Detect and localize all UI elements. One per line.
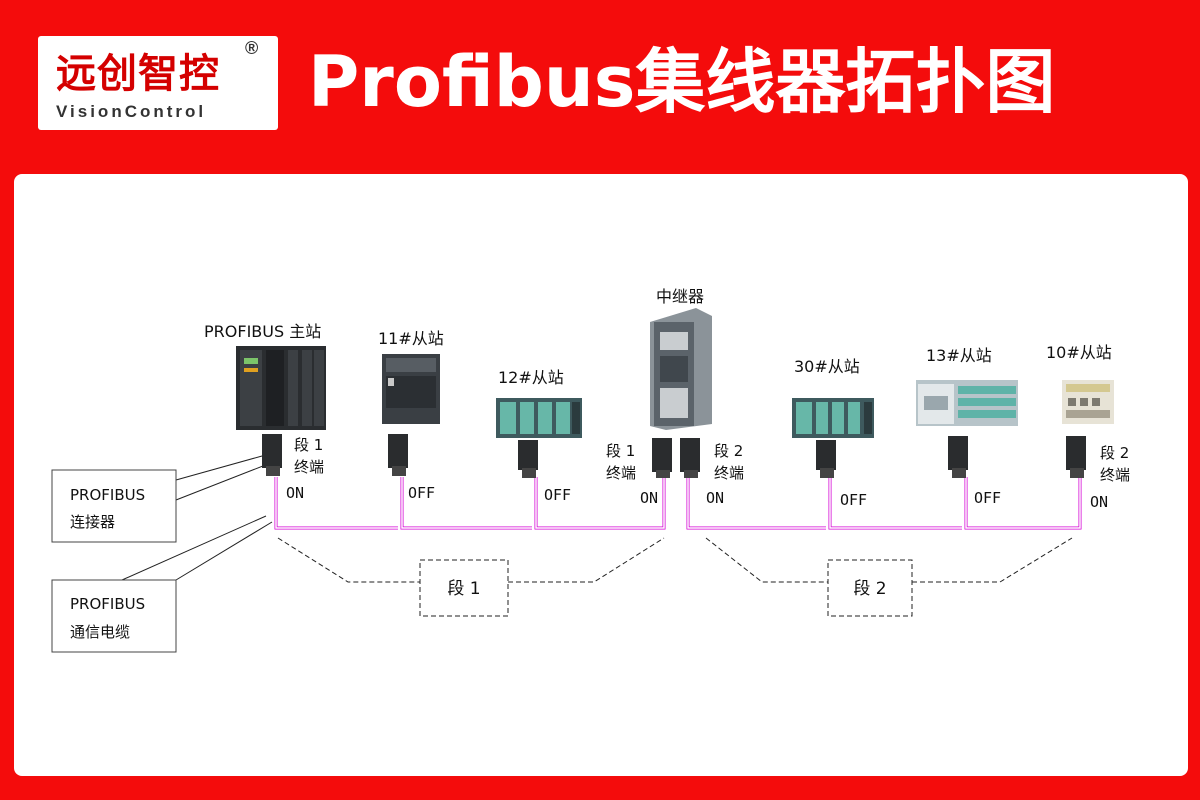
slave-12-device xyxy=(496,398,582,438)
bus-connector-plugs xyxy=(262,434,1086,478)
slave-10-label: 10#从站 xyxy=(1046,343,1112,362)
switch-rep-left: ON xyxy=(640,489,658,507)
connector-callout-line1: PROFIBUS xyxy=(70,486,145,504)
logo-english-text: VisionControl xyxy=(56,102,207,121)
slave-12-label: 12#从站 xyxy=(498,368,564,387)
master-label: PROFIBUS 主站 xyxy=(204,322,321,341)
term-rep-right-line2: 终端 xyxy=(714,464,744,482)
segment-1-box xyxy=(419,559,509,617)
connector-s30 xyxy=(816,440,836,478)
connector-rep-left xyxy=(652,438,672,478)
term-rep-left-line1: 段 1 xyxy=(606,442,635,460)
brand-logo: 远创智控 ® VisionControl xyxy=(38,36,278,130)
term-end-line1: 段 2 xyxy=(1100,444,1129,462)
slave-13-label: 13#从站 xyxy=(926,346,992,365)
segment-2-label: 段 2 xyxy=(853,579,886,599)
switch-s12: OFF xyxy=(544,486,571,504)
cable-callout-line1: PROFIBUS xyxy=(70,595,145,613)
repeater-label: 中继器 xyxy=(656,287,704,306)
connector-rep-right xyxy=(680,438,700,478)
term-master-line2: 终端 xyxy=(294,458,324,476)
cable-callout-line2: 通信电缆 xyxy=(70,623,130,641)
term-end-line2: 终端 xyxy=(1100,466,1130,484)
connector-master xyxy=(262,434,282,476)
registered-mark: ® xyxy=(245,38,259,58)
repeater-device xyxy=(650,308,712,430)
slave-11-label: 11#从站 xyxy=(378,329,444,348)
slave-30-device xyxy=(792,398,874,438)
switch-s13: OFF xyxy=(974,489,1001,507)
switch-rep-right: ON xyxy=(706,489,724,507)
connector-s13 xyxy=(948,436,968,478)
slave-30-label: 30#从站 xyxy=(794,357,860,376)
segment-2-box xyxy=(827,559,913,617)
diagram-panel xyxy=(14,174,1188,776)
switch-master: ON xyxy=(286,484,304,502)
profibus-cable xyxy=(274,477,1082,530)
connector-callout-box xyxy=(51,469,177,543)
switch-s10: ON xyxy=(1090,493,1108,511)
slave-11-device xyxy=(382,354,440,424)
segment-brace-lines xyxy=(277,537,1073,583)
logo-chinese-text: 远创智控 xyxy=(56,51,220,97)
term-rep-right-line1: 段 2 xyxy=(714,442,743,460)
term-master-line1: 段 1 xyxy=(294,436,323,454)
switch-s11: OFF xyxy=(408,484,435,502)
connector-s12 xyxy=(518,440,538,478)
connector-s10 xyxy=(1066,436,1086,478)
connector-callout-line2: 连接器 xyxy=(70,513,115,531)
term-rep-left-line2: 终端 xyxy=(606,464,636,482)
slave-13-device xyxy=(916,380,1018,426)
master-plc-device xyxy=(236,346,326,430)
page-title: Profibus集线器拓扑图 xyxy=(308,41,1056,123)
callout-lines xyxy=(121,455,273,581)
slave-10-device xyxy=(1062,380,1114,424)
segment-1-label: 段 1 xyxy=(447,579,480,599)
connector-s11 xyxy=(388,434,408,476)
switch-s30: OFF xyxy=(840,491,867,509)
cable-callout-box xyxy=(51,579,177,653)
